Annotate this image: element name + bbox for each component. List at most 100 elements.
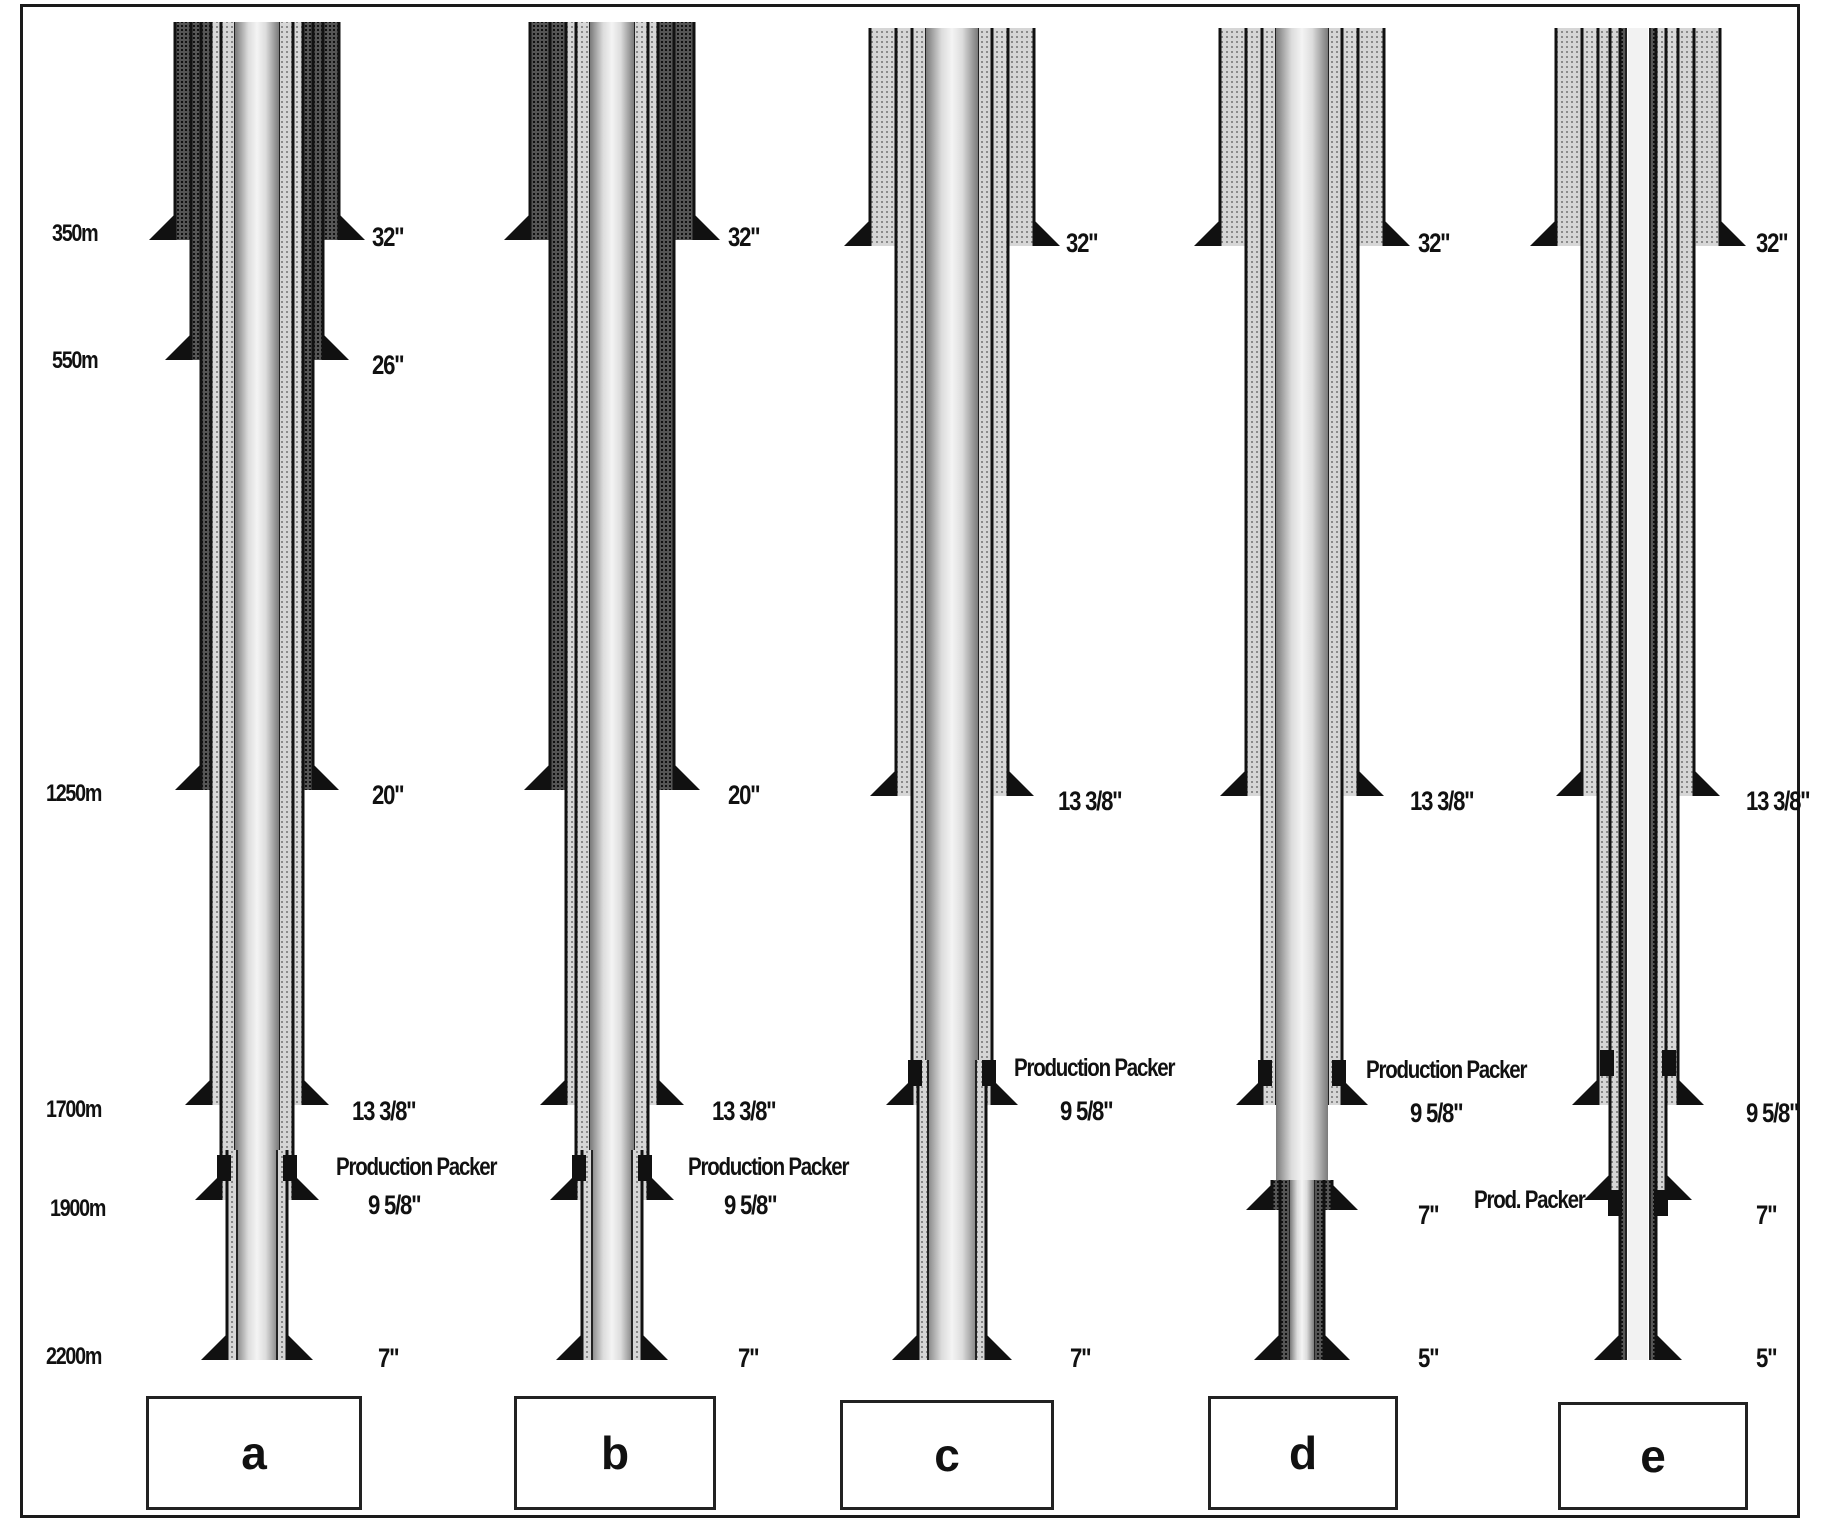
well-c-conductor-right-wall	[1006, 28, 1034, 246]
well-a-packer-left	[217, 1155, 231, 1181]
panel-label-box-c: c	[840, 1400, 1054, 1510]
well-b-shoe-32-left	[504, 214, 530, 240]
well-e-shoe-9-right	[1678, 1079, 1704, 1105]
casing-label-e-9-5-8in: 9 5/8"	[1746, 1098, 1800, 1128]
panel-label-d: d	[1288, 1427, 1318, 1479]
well-a-tubing	[235, 22, 279, 1360]
well-d-conductor-left-wall	[1220, 28, 1248, 246]
casing-label-c-7in: 7"	[1070, 1343, 1092, 1373]
well-d-9-casing-right-wall	[1328, 28, 1342, 1105]
packer-label-e: Prod. Packer	[1474, 1186, 1586, 1214]
well-a-shoe-20-left	[175, 764, 201, 790]
panel-label-box-b: b	[514, 1396, 716, 1510]
well-a-shoe-9-left	[195, 1174, 221, 1200]
well-c-shoe-7-right	[986, 1334, 1012, 1360]
well-d-5-liner-left-wall	[1280, 1180, 1290, 1360]
well-c-shoe-13-left	[870, 770, 896, 796]
packer-label-c: Production Packer	[1014, 1054, 1175, 1082]
well-a-shoe-13-left	[185, 1079, 211, 1105]
casing-label-d-32in: 32"	[1418, 228, 1451, 258]
well-d-5-bore	[1290, 1180, 1314, 1360]
well-e-shoe-13-right	[1694, 770, 1720, 796]
casing-label-c-32in: 32"	[1066, 228, 1099, 258]
casing-label-b-13-3-8in: 13 3/8"	[712, 1096, 777, 1126]
well-a-shoe-7-left	[201, 1334, 227, 1360]
panel-label-c: c	[934, 1429, 960, 1481]
well-c-packer-left	[908, 1060, 922, 1086]
casing-label-e-13-3-8in: 13 3/8"	[1746, 786, 1811, 816]
well-a-shoe-26-right	[323, 334, 349, 360]
well-b-9-casing-right-wall	[634, 22, 648, 1200]
well-e-shoe-32-right	[1720, 220, 1746, 246]
packer-label-a: Production Packer	[336, 1153, 497, 1181]
well-e-conductor-left-wall	[1556, 28, 1584, 246]
well-b-shoe-7-right	[642, 1334, 668, 1360]
well-b-9-casing-left-wall	[576, 22, 590, 1200]
casing-label-a-26in: 26"	[372, 350, 405, 380]
well-b-tubing	[590, 22, 634, 1360]
casing-label-b-9-5-8in: 9 5/8"	[724, 1190, 778, 1220]
well-d-shoe-32-right	[1384, 220, 1410, 246]
panel-label-e: e	[1640, 1430, 1666, 1482]
well-e-shoe-7-left	[1584, 1174, 1610, 1200]
casing-label-c-9-5-8in: 9 5/8"	[1060, 1096, 1114, 1126]
well-e-shoe-32-left	[1530, 220, 1556, 246]
casing-label-a-7in: 7"	[378, 1343, 400, 1373]
casing-label-d-5in: 5"	[1418, 1343, 1440, 1373]
well-c-shoe-9-right	[992, 1079, 1018, 1105]
casing-label-b-7in: 7"	[738, 1343, 760, 1373]
well-a-shoe-7-right	[287, 1334, 313, 1360]
well-c-7-liner-right-wall	[976, 1060, 986, 1360]
well-b-shoe-9-right	[648, 1174, 674, 1200]
well-d-shoe-5-right	[1324, 1334, 1350, 1360]
panel-label-a: a	[241, 1427, 267, 1479]
well-c-shoe-32-right	[1034, 220, 1060, 246]
well-d-7-liner-left-wall	[1272, 1180, 1282, 1210]
depth-label-1900m: 1900m	[50, 1195, 106, 1222]
well-e-tubing-bore	[1628, 28, 1648, 1360]
well-e-7-casing-right-wall	[1656, 28, 1666, 1200]
well-a-shoe-32-left	[149, 214, 175, 240]
well-d-conductor-right-wall	[1356, 28, 1384, 246]
depth-label-1250m: 1250m	[46, 780, 102, 807]
well-c-shoe-7-left	[892, 1334, 918, 1360]
well-d-tubing	[1276, 28, 1328, 1180]
well-e-conductor-right-wall	[1692, 28, 1720, 246]
well-e-packer-lower-left	[1608, 1190, 1622, 1216]
well-b-shoe-7-left	[556, 1334, 582, 1360]
casing-label-a-32in: 32"	[372, 222, 405, 252]
well-e-shoe-5-right	[1656, 1334, 1682, 1360]
well-c-shoe-13-right	[1008, 770, 1034, 796]
casing-label-d-7in: 7"	[1418, 1200, 1440, 1230]
well-a-packer-right	[283, 1155, 297, 1181]
casing-label-e-7in: 7"	[1756, 1200, 1778, 1230]
well-e-shoe-7-right	[1666, 1174, 1692, 1200]
well-e-7-casing-left-wall	[1610, 28, 1620, 1200]
well-b-packer-left	[572, 1155, 586, 1181]
well-d-shoe-7-right	[1332, 1184, 1358, 1210]
well-c-9-casing-right-wall	[978, 28, 992, 1105]
well-d-packer-left	[1258, 1060, 1272, 1086]
well-d-7-liner-right-wall	[1322, 1180, 1332, 1210]
well-d-5-liner-right-wall	[1314, 1180, 1324, 1360]
well-e-tubing-right-wall	[1650, 28, 1656, 1360]
well-a-shoe-20-right	[313, 764, 339, 790]
well-c-conductor-left-wall	[870, 28, 898, 246]
depth-label-350m: 350m	[52, 220, 99, 247]
well-b-shoe-9-left	[550, 1174, 576, 1200]
well-e-packer-upper-right	[1662, 1050, 1676, 1076]
casing-label-b-20in: 20"	[728, 780, 761, 810]
well-d-shoe-13-left	[1220, 770, 1246, 796]
packer-label-b: Production Packer	[688, 1153, 849, 1181]
well-e-tubing-left-wall	[1620, 28, 1626, 1360]
casing-label-e-5in: 5"	[1756, 1343, 1778, 1373]
depth-label-2200m: 2200m	[46, 1343, 102, 1370]
well-b-shoe-20-right	[674, 764, 700, 790]
well-c-tubing	[926, 28, 978, 1360]
well-a-shoe-9-right	[293, 1174, 319, 1200]
packer-label-d: Production Packer	[1366, 1056, 1527, 1084]
depth-label-1700m: 1700m	[46, 1096, 102, 1123]
well-a-shoe-26-left	[165, 334, 191, 360]
well-a-9-casing-right-wall	[279, 22, 293, 1200]
well-c-shoe-9-left	[886, 1079, 912, 1105]
